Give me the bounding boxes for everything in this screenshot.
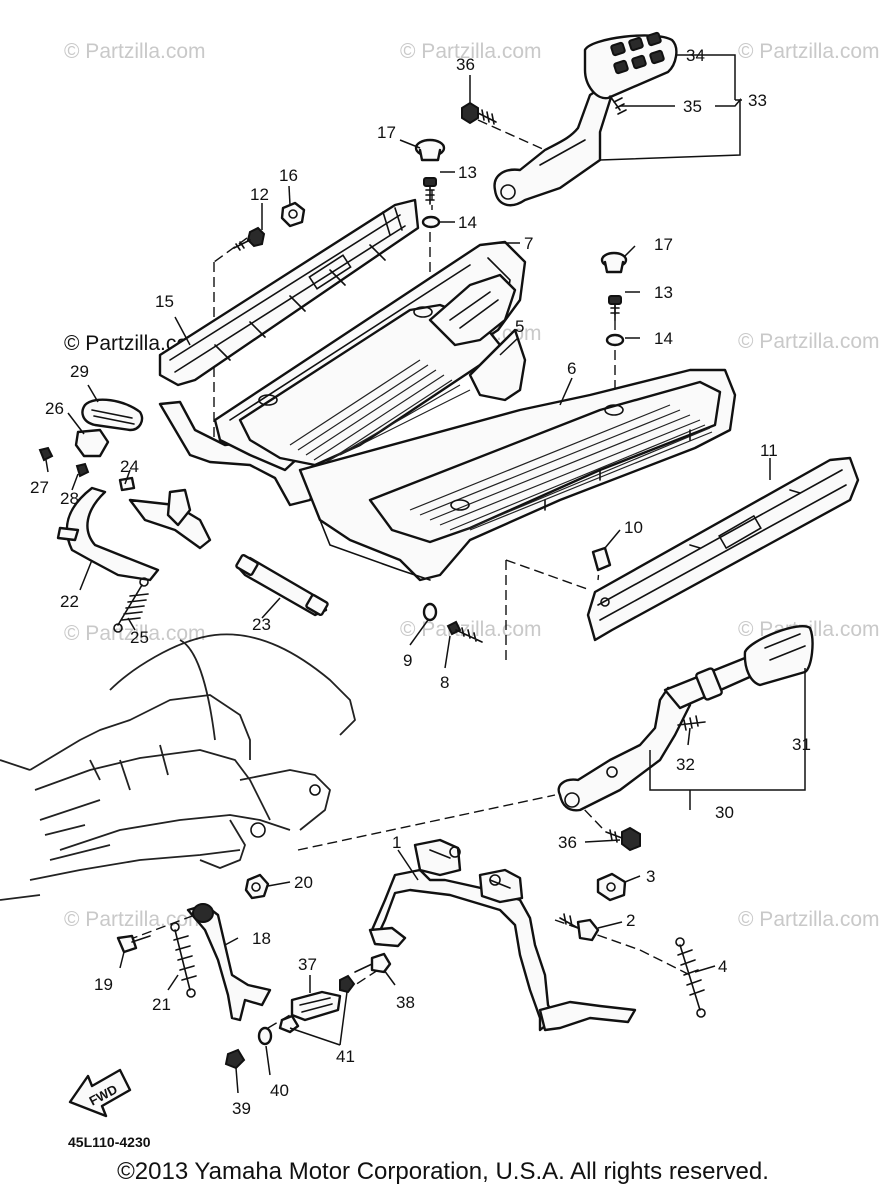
watermark: © Partzilla.com [64,622,206,645]
callout-17: 17 [654,235,673,254]
callout-18: 18 [252,929,271,948]
callout-3: 3 [646,867,655,886]
diagram-code: 45L110-4230 [68,1134,151,1150]
callout-14: 14 [458,213,477,232]
callout-39: 39 [232,1099,251,1118]
callout-27: 27 [30,478,49,497]
spring-4 [675,937,706,1018]
sidestand-18-21 [116,873,272,1022]
watermark: © Partzilla.com [738,330,880,353]
callout-8: 8 [440,673,449,692]
bolt-nut-12-16 [233,201,306,251]
callout-20: 20 [294,873,313,892]
callout-4: 4 [718,957,727,976]
rod-spring-23-25 [113,553,329,633]
front-footrest-22-29 [38,398,212,582]
screw-washer-8-9 [422,602,483,643]
callout-7: 7 [524,234,533,253]
callout-13: 13 [458,163,477,182]
callout-36: 36 [456,55,475,74]
callout-1: 1 [392,833,401,852]
watermark: © Partzilla.com [64,908,206,931]
side-cover-11 [586,456,860,642]
callout-38: 38 [396,993,415,1012]
callout-10: 10 [624,518,643,537]
callout-19: 19 [94,975,113,994]
callout-34: 34 [686,46,705,65]
frame-outline [0,633,356,901]
callout-40: 40 [270,1081,289,1100]
callout-6: 6 [567,359,576,378]
callout-5: 5 [515,317,524,336]
clip-10 [591,546,612,572]
callout-22: 22 [60,592,79,611]
callout-41: 41 [336,1047,355,1066]
watermark: © Partzilla.com [738,40,880,63]
callout-11: 11 [760,441,778,460]
callout-24: 24 [120,457,139,476]
callout-28: 28 [60,489,79,508]
callout-17: 17 [377,123,396,142]
bolt-collar-2-3 [559,872,627,942]
callout-30: 30 [715,803,734,822]
callout-25: 25 [130,628,149,647]
callout-26: 26 [45,399,64,418]
callout-2: 2 [626,911,635,930]
callout-21: 21 [152,995,171,1014]
callout-32: 32 [676,755,695,774]
footboard-rail-15 [158,198,420,387]
callout-15: 15 [155,292,174,311]
callout-13: 13 [654,283,673,302]
callout-33: 33 [748,91,767,110]
forward-arrow-icon: FWD [68,1068,132,1118]
rear-footrest-bracket-33 [493,31,678,207]
rear-footrest-30-31 [557,625,814,812]
bolts-washers-13-14 [421,177,625,347]
copyright-notice: ©2013 Yamaha Motor Corporation, U.S.A. A… [117,1158,769,1185]
callout-9: 9 [403,651,412,670]
callout-35: 35 [683,97,702,116]
main-stand-1 [368,838,637,1032]
callout-31: 31 [792,735,811,754]
watermark: © Partzilla.com [400,40,542,63]
callout-36: 36 [558,833,577,852]
callout-29: 29 [70,362,89,381]
bolt-36-bottom [605,826,641,852]
callout-labels: 1 2 3 4 5 6 7 8 9 10 11 12 13 13 14 14 1… [30,46,811,1118]
watermark: © Partzilla.com [64,40,206,63]
callout-37: 37 [298,955,317,974]
cap-17 [414,138,628,274]
callout-16: 16 [279,166,298,185]
callout-14: 14 [654,329,673,348]
watermark: © Partzilla.com [738,908,880,931]
callout-23: 23 [252,615,271,634]
callout-12: 12 [250,185,269,204]
stand-pad-37-41 [224,952,392,1070]
leader-lines [45,54,806,1094]
floor-board-6-7 [158,240,737,582]
